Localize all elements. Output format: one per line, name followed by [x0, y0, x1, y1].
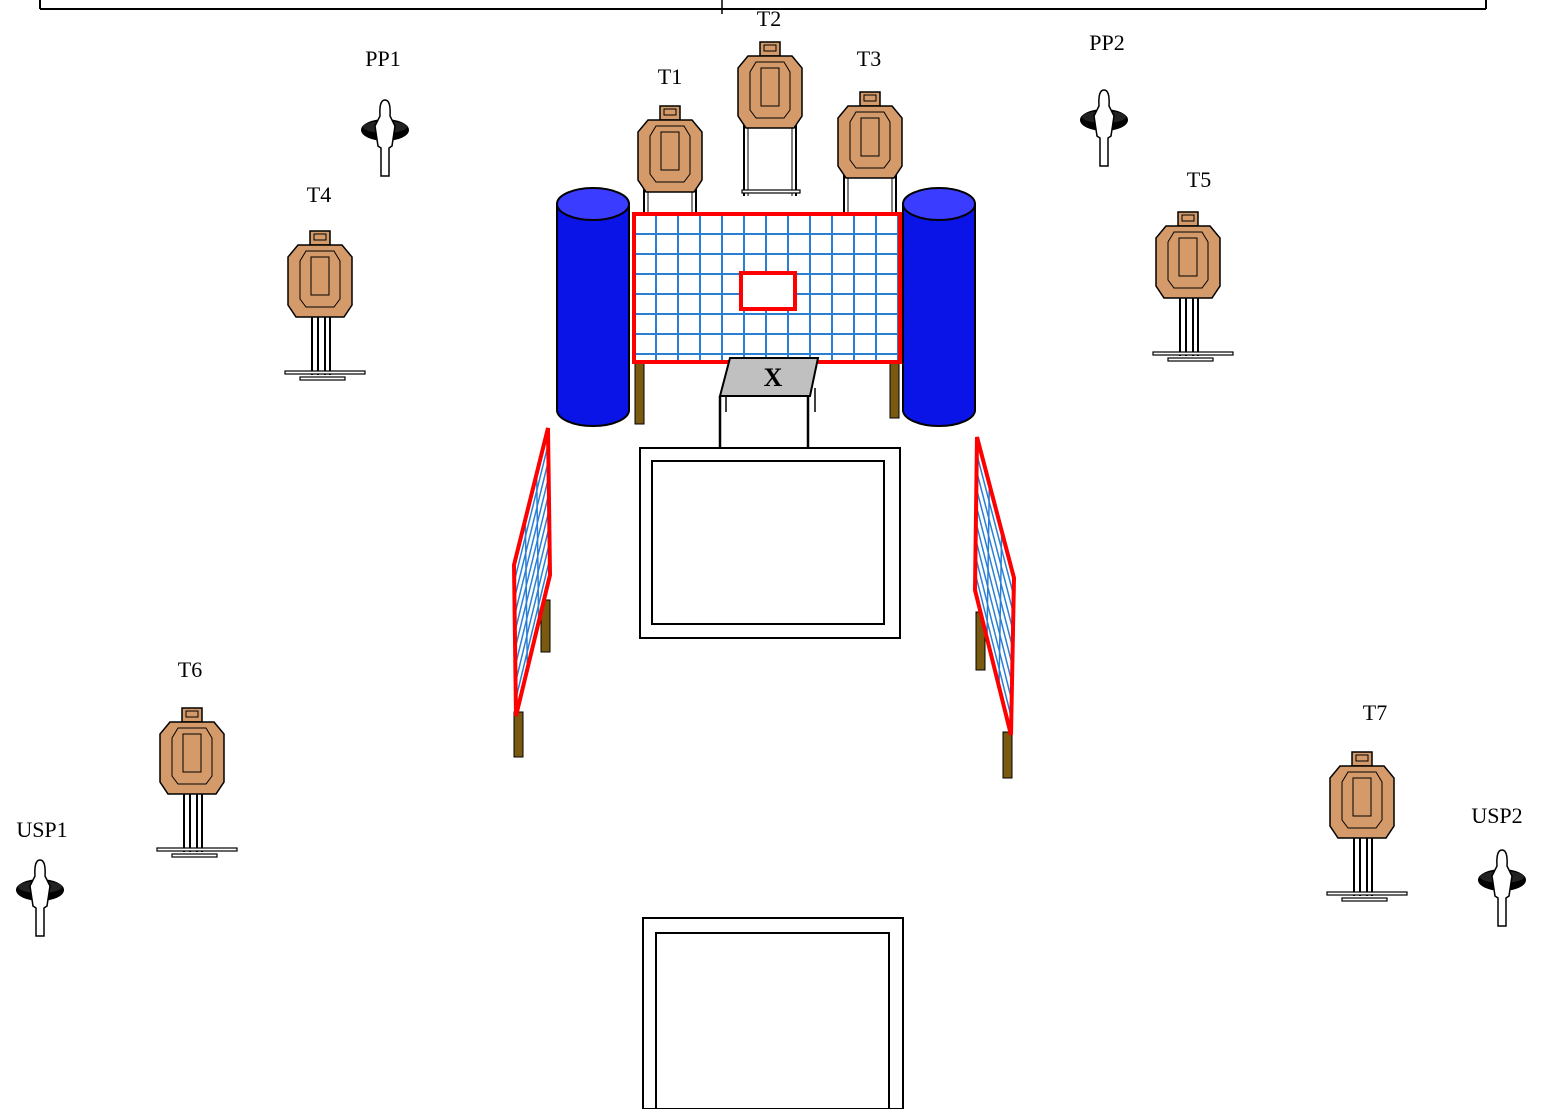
barricade-center	[632, 212, 902, 425]
label-pp2: PP2	[1089, 30, 1124, 55]
label-t2: T2	[757, 6, 781, 31]
grid-line	[535, 473, 540, 623]
label-t4: T4	[307, 182, 331, 207]
barrel-right	[902, 187, 976, 427]
grid-line	[514, 525, 551, 666]
label-t3: T3	[857, 46, 881, 71]
target-t7	[1327, 752, 1407, 901]
grid-line	[986, 483, 991, 639]
label-t5: T5	[1187, 167, 1211, 192]
label-pp1: PP1	[365, 46, 400, 71]
target-t5	[1153, 212, 1233, 361]
fence-left	[511, 427, 553, 758]
barricade-window	[739, 271, 797, 311]
label-t1: T1	[658, 64, 682, 89]
grid-line	[513, 460, 550, 599]
grid-line	[974, 538, 1013, 683]
grid-line	[514, 542, 551, 683]
shooting-box-upper	[639, 447, 901, 639]
popper-pp2	[1079, 89, 1129, 167]
barrel-left	[556, 187, 630, 427]
grid-line	[514, 509, 550, 650]
target-t6	[157, 708, 237, 857]
fence-right	[972, 436, 1017, 779]
popper-usp1	[15, 859, 65, 937]
grid-line	[975, 487, 1014, 631]
shooting-box-lower	[642, 917, 904, 1109]
grid-line	[513, 444, 549, 582]
grid-line	[998, 530, 1003, 687]
target-t2	[737, 41, 803, 196]
popper-usp2	[1477, 849, 1527, 927]
popper-pp1	[360, 99, 410, 177]
grid-line	[974, 572, 1013, 718]
label-usp2: USP2	[1471, 803, 1522, 828]
grid-line	[514, 493, 550, 633]
top-frame	[39, 0, 1487, 14]
grid-line	[975, 521, 1014, 666]
grid-line	[975, 470, 1015, 614]
table-mark: X	[764, 363, 783, 392]
grid-line	[976, 453, 1015, 596]
grid-line	[524, 519, 529, 670]
label-usp1: USP1	[16, 817, 67, 842]
target-t4	[285, 231, 365, 380]
label-t6: T6	[178, 657, 202, 682]
grid-line	[515, 558, 551, 700]
label-t7: T7	[1363, 700, 1387, 725]
grid-line	[513, 476, 550, 616]
grid-line	[974, 555, 1013, 701]
grid-line	[975, 504, 1014, 648]
table: X	[718, 357, 820, 447]
